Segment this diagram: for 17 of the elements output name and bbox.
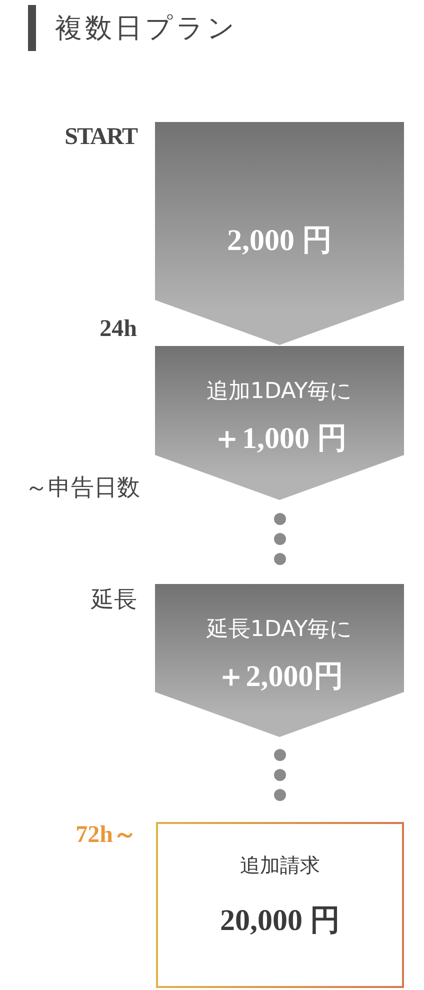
price-text: 2,000 円 xyxy=(226,223,333,259)
price-text: ＋1,000 円 xyxy=(211,421,348,457)
chevron-arrow xyxy=(155,584,404,737)
rate-text: 追加請求 xyxy=(239,852,321,879)
chevron-arrow xyxy=(155,122,404,345)
price-text: 20,000 円 xyxy=(219,903,341,939)
time-label: START xyxy=(64,124,137,151)
price-text: ＋2,000円 xyxy=(214,659,344,695)
chevron-arrow xyxy=(155,346,404,500)
rate-text: 追加1DAY毎に xyxy=(205,378,354,406)
time-label: ～申告日数 xyxy=(25,474,140,503)
rate-text: 延長1DAY毎に xyxy=(205,616,354,644)
time-label: 72h～ xyxy=(76,821,137,850)
time-label: 延長 xyxy=(91,586,137,615)
title-heading: 複数日プラン xyxy=(55,12,238,46)
price-box xyxy=(156,822,404,988)
time-label: 24h xyxy=(100,316,137,343)
